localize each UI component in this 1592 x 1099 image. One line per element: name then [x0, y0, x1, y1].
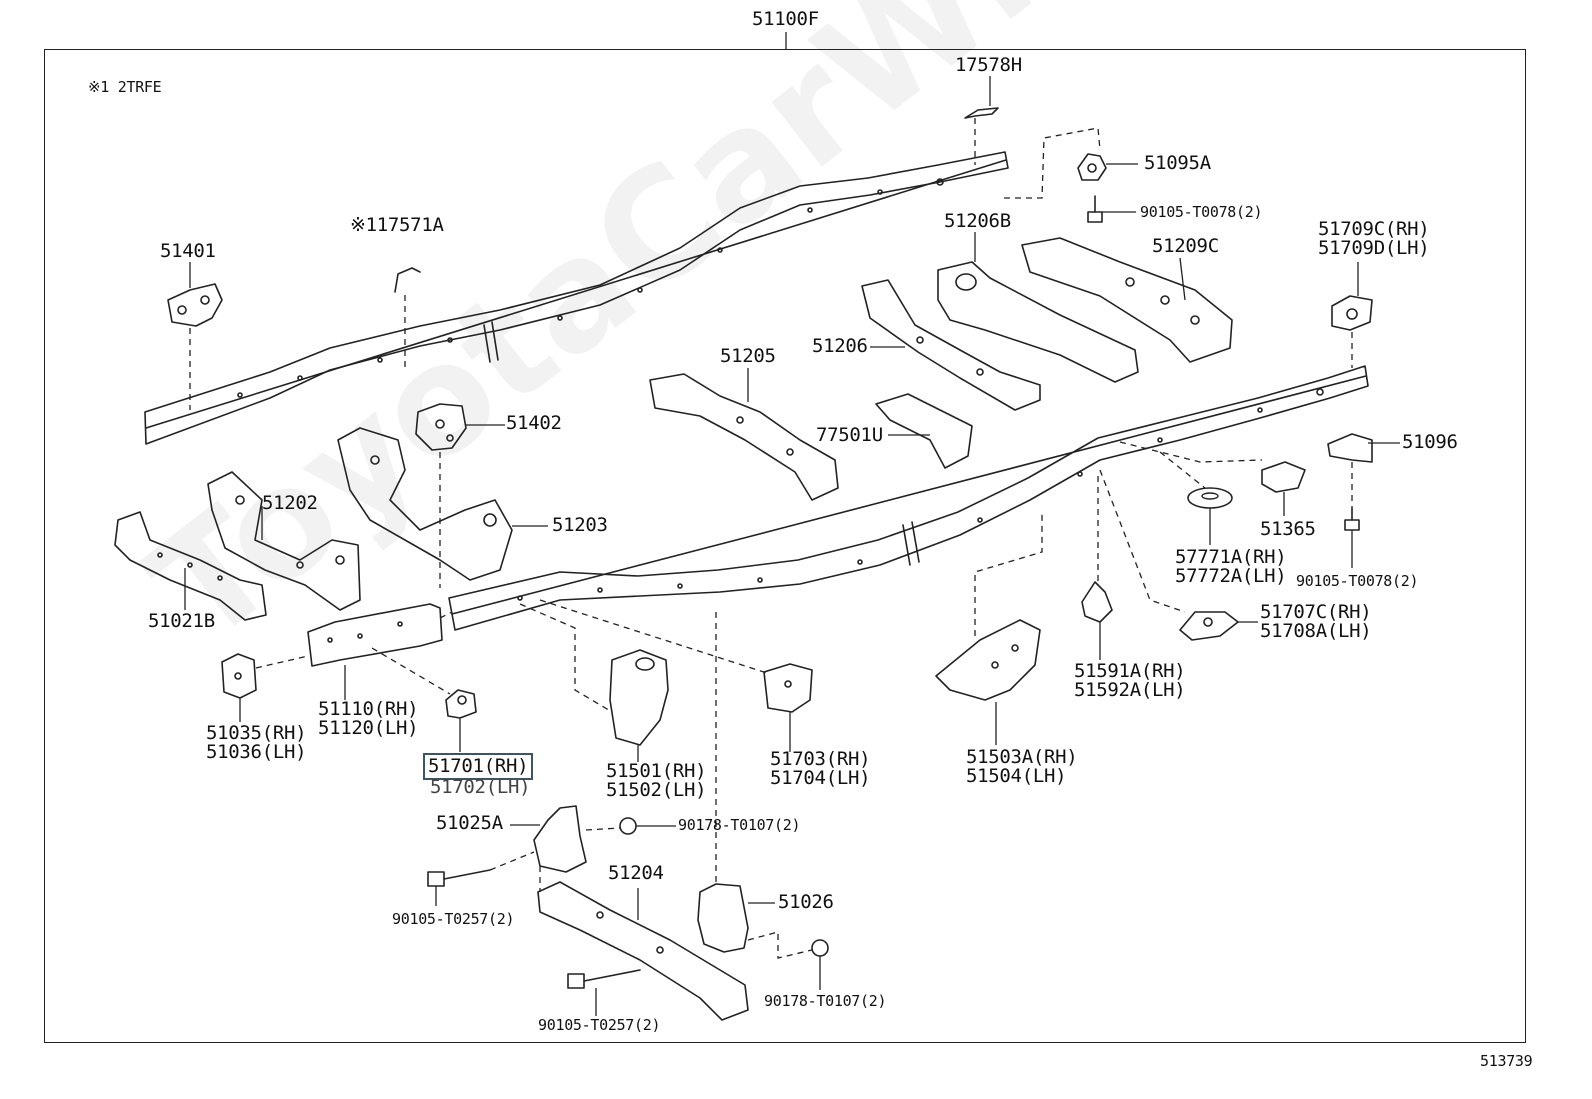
- part-51206-icon[interactable]: [861, 279, 1041, 411]
- label-51209C[interactable]: 51209C: [1152, 235, 1219, 257]
- label-51202[interactable]: 51202: [262, 492, 318, 514]
- label-51591A-51592A[interactable]: 51591A(RH) 51592A(LH): [1074, 660, 1186, 701]
- label-51708A[interactable]: 51708A(LH): [1260, 620, 1372, 642]
- label-51025A[interactable]: 51025A: [436, 812, 503, 834]
- label-90105-T0257-bottom[interactable]: 90105-T0257(2): [538, 1016, 661, 1034]
- part-17571A-icon[interactable]: [394, 267, 421, 293]
- label-51703-51704[interactable]: 51703(RH) 51704(LH): [770, 748, 871, 789]
- part-51110-icon[interactable]: [307, 603, 443, 667]
- label-57771A[interactable]: 57771A(RH): [1175, 546, 1287, 568]
- part-51021B-icon[interactable]: [114, 511, 267, 621]
- selected-part-51701-rh[interactable]: 51701(RH): [423, 753, 534, 780]
- rail-holes: [237, 178, 1324, 601]
- label-51402[interactable]: 51402: [506, 412, 562, 434]
- label-51206B[interactable]: 51206B: [944, 210, 1011, 232]
- label-90105-T0078-top[interactable]: 90105-T0078(2): [1140, 203, 1263, 221]
- label-51203[interactable]: 51203: [552, 514, 608, 536]
- part-51402-icon[interactable]: [415, 403, 467, 451]
- label-51709C-51709D[interactable]: 51709C(RH) 51709D(LH): [1318, 218, 1430, 259]
- label-51504[interactable]: 51504(LH): [966, 765, 1067, 787]
- part-51026-icon[interactable]: [697, 883, 749, 953]
- label-51095A[interactable]: 51095A: [1144, 152, 1211, 174]
- label-51205[interactable]: 51205: [720, 345, 776, 367]
- part-51701-icon[interactable]: [445, 689, 477, 719]
- part-51202-icon[interactable]: [207, 471, 361, 611]
- label-51709D[interactable]: 51709D(LH): [1318, 237, 1430, 259]
- label-51592A[interactable]: 51592A(LH): [1074, 679, 1186, 701]
- label-90105-T0078-right[interactable]: 90105-T0078(2): [1296, 572, 1419, 590]
- part-51204-icon[interactable]: [537, 881, 749, 1021]
- part-51707C-icon[interactable]: [1179, 611, 1239, 641]
- label-51110[interactable]: 51110(RH): [318, 698, 419, 720]
- label-51501-51502[interactable]: 51501(RH) 51502(LH): [606, 760, 707, 801]
- part-57771A-icon[interactable]: [1187, 487, 1233, 509]
- part-51365-icon[interactable]: [1261, 461, 1306, 493]
- label-51702[interactable]: 51702(LH): [430, 776, 531, 798]
- diagram-frame: [44, 49, 1526, 1043]
- label-51021B[interactable]: 51021B: [148, 610, 215, 632]
- part-51205-icon[interactable]: [649, 373, 839, 501]
- right-side-rail[interactable]: [448, 365, 1369, 631]
- part-51501-icon[interactable]: [609, 649, 669, 746]
- label-90105-T0257-left[interactable]: 90105-T0257(2): [392, 910, 515, 928]
- part-77501U-icon[interactable]: [875, 393, 973, 469]
- bolt-90105-T0078-right-icon[interactable]: [1344, 507, 1360, 531]
- label-57771A-57772A[interactable]: 57771A(RH) 57772A(LH): [1175, 546, 1287, 587]
- label-51707C-51708A[interactable]: 51707C(RH) 51708A(LH): [1260, 601, 1372, 642]
- label-51204[interactable]: 51204: [608, 862, 664, 884]
- label-51503A[interactable]: 51503A(RH): [966, 746, 1078, 768]
- label-51591A[interactable]: 51591A(RH): [1074, 660, 1186, 682]
- label-51709C[interactable]: 51709C(RH): [1318, 218, 1430, 240]
- part-51209C-icon[interactable]: [1021, 237, 1233, 363]
- part-51591A-icon[interactable]: [1081, 581, 1113, 623]
- bolt-90105-T0257-left-icon[interactable]: [427, 869, 491, 887]
- bolt-90105-T0078-top-icon[interactable]: [1087, 195, 1103, 223]
- part-51401-icon[interactable]: [167, 283, 223, 327]
- part-51025A-icon[interactable]: [533, 805, 587, 873]
- label-51110-51120[interactable]: 51110(RH) 51120(LH): [318, 698, 419, 739]
- label-51703[interactable]: 51703(RH): [770, 748, 871, 770]
- label-90178-T0107-top[interactable]: 90178-T0107(2): [678, 816, 801, 834]
- part-51096-icon[interactable]: [1327, 433, 1373, 463]
- label-51501[interactable]: 51501(RH): [606, 760, 707, 782]
- part-51035-icon[interactable]: [221, 653, 257, 699]
- label-engine-note: ※1 2TRFE: [88, 78, 162, 96]
- nut-90178-T0107-bottom-icon[interactable]: [811, 939, 829, 957]
- part-17578H-icon[interactable]: [964, 107, 999, 119]
- part-51095A-icon[interactable]: [1077, 153, 1107, 181]
- label-90178-T0107-bottom[interactable]: 90178-T0107(2): [764, 992, 887, 1010]
- part-51709C-icon[interactable]: [1331, 295, 1373, 331]
- label-51206[interactable]: 51206: [812, 335, 868, 357]
- bolt-90105-T0257-bottom-icon[interactable]: [567, 969, 641, 989]
- label-51096[interactable]: 51096: [1402, 431, 1458, 453]
- label-51036[interactable]: 51036(LH): [206, 741, 307, 763]
- label-51503A-51504[interactable]: 51503A(RH) 51504(LH): [966, 746, 1078, 787]
- part-51503A-icon[interactable]: [935, 619, 1041, 701]
- label-77501U[interactable]: 77501U: [816, 424, 883, 446]
- label-57772A[interactable]: 57772A(LH): [1175, 565, 1287, 587]
- label-51026[interactable]: 51026: [778, 891, 834, 913]
- left-side-rail[interactable]: [144, 151, 1009, 445]
- label-17578H[interactable]: 17578H: [955, 54, 1022, 76]
- label-51365[interactable]: 51365: [1260, 518, 1316, 540]
- label-51502[interactable]: 51502(LH): [606, 779, 707, 801]
- figure-number: 513739: [1480, 1052, 1533, 1070]
- label-top-code[interactable]: 51100F: [752, 8, 819, 30]
- label-51120[interactable]: 51120(LH): [318, 717, 419, 739]
- part-51203-icon[interactable]: [337, 427, 513, 581]
- label-51035[interactable]: 51035(RH): [206, 722, 307, 744]
- label-51707C[interactable]: 51707C(RH): [1260, 601, 1372, 623]
- label-51401[interactable]: 51401: [160, 240, 216, 262]
- part-51703-icon[interactable]: [763, 663, 813, 713]
- label-51035-51036[interactable]: 51035(RH) 51036(LH): [206, 722, 307, 763]
- label-51704[interactable]: 51704(LH): [770, 767, 871, 789]
- label-17571A[interactable]: ※117571A: [350, 214, 444, 236]
- part-51206B-icon[interactable]: [937, 261, 1139, 383]
- nut-90178-T0107-top-icon[interactable]: [619, 817, 637, 835]
